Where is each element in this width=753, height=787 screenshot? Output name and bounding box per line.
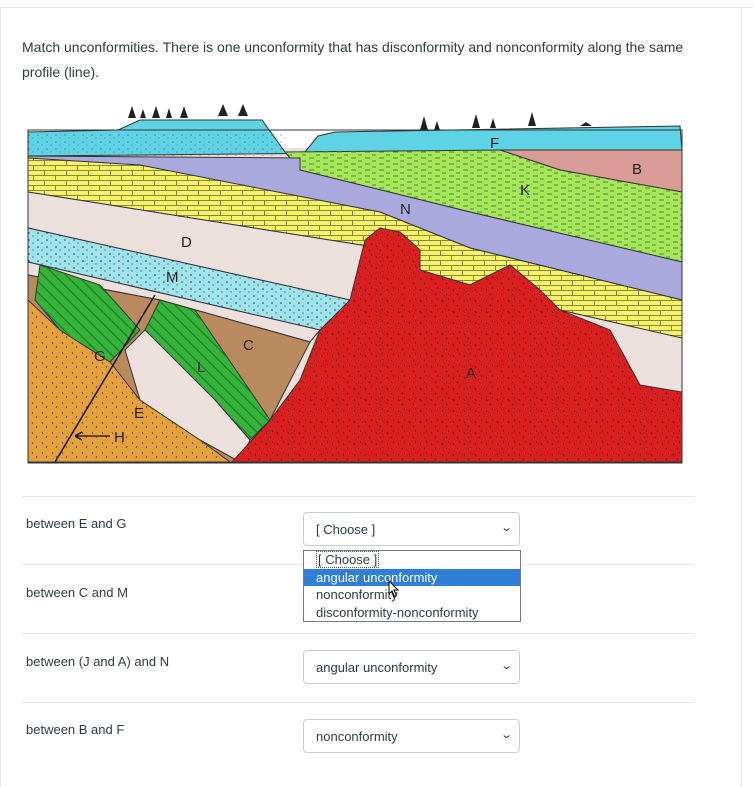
chevron-down-icon: ⌄ (499, 522, 513, 534)
left-border (0, 7, 1, 787)
label-b: B (632, 161, 642, 178)
row-divider (22, 702, 694, 703)
match-row-label: between B and F (26, 722, 125, 737)
tree-icons (128, 104, 592, 130)
select-value: [ Choose ] (316, 522, 376, 537)
label-k: K (520, 182, 530, 199)
section-border (27, 129, 683, 464)
layer-l-stripes (145, 300, 270, 440)
fault-arrow (74, 431, 110, 441)
layer-cyan-dots (28, 228, 350, 330)
select-value: angular unconformity (316, 660, 438, 675)
label-n: N (400, 201, 411, 218)
select-value: nonconformity (316, 729, 398, 744)
match-row-label: between E and G (26, 516, 127, 531)
row-divider (22, 633, 694, 634)
cross-section-body (27, 104, 683, 464)
label-c: C (243, 337, 254, 354)
label-h: H (114, 429, 125, 446)
chevron-down-icon: ⌄ (499, 729, 513, 741)
label-f: F (490, 135, 499, 152)
match-row-label: between (J and A) and N (26, 654, 170, 669)
row-divider (22, 496, 694, 497)
surface-dots (28, 132, 288, 156)
dropdown-option-choose[interactable]: [ Choose ] (316, 551, 380, 568)
mouse-pointer-icon (388, 580, 400, 598)
label-g: G (94, 348, 106, 365)
layer-g-stripes (35, 265, 140, 362)
question-text: Match unconformities. There is one uncon… (22, 39, 684, 80)
fault-line (54, 294, 156, 463)
layer-pink-thin (124, 329, 251, 463)
label-m: M (166, 269, 179, 286)
dropdown-options-list[interactable]: [ Choose ] angular unconformity nonconfo… (303, 550, 521, 622)
match-select-1[interactable]: [ Choose ] ⌄ (303, 512, 520, 546)
chevron-down-icon: ⌄ (499, 660, 513, 672)
label-a: A (466, 365, 476, 382)
dropdown-option-nonconformity[interactable]: nonconformity (316, 587, 398, 602)
top-frame-bar (0, 0, 753, 8)
dropdown-option-angular-unconformity[interactable]: angular unconformity (304, 568, 520, 586)
label-d: D (181, 234, 192, 251)
label-l: L (197, 359, 205, 376)
match-select-3[interactable]: angular unconformity ⌄ (303, 650, 520, 684)
right-border (741, 7, 742, 787)
match-select-4[interactable]: nonconformity ⌄ (303, 719, 520, 753)
layer-k-texture (285, 150, 682, 262)
dropdown-option-disconformity-nonconformity[interactable]: disconformity-nonconformity (316, 604, 479, 620)
label-e: E (134, 405, 144, 422)
match-row-label: between C and M (26, 585, 128, 600)
intrusion-a-texture (232, 228, 682, 462)
